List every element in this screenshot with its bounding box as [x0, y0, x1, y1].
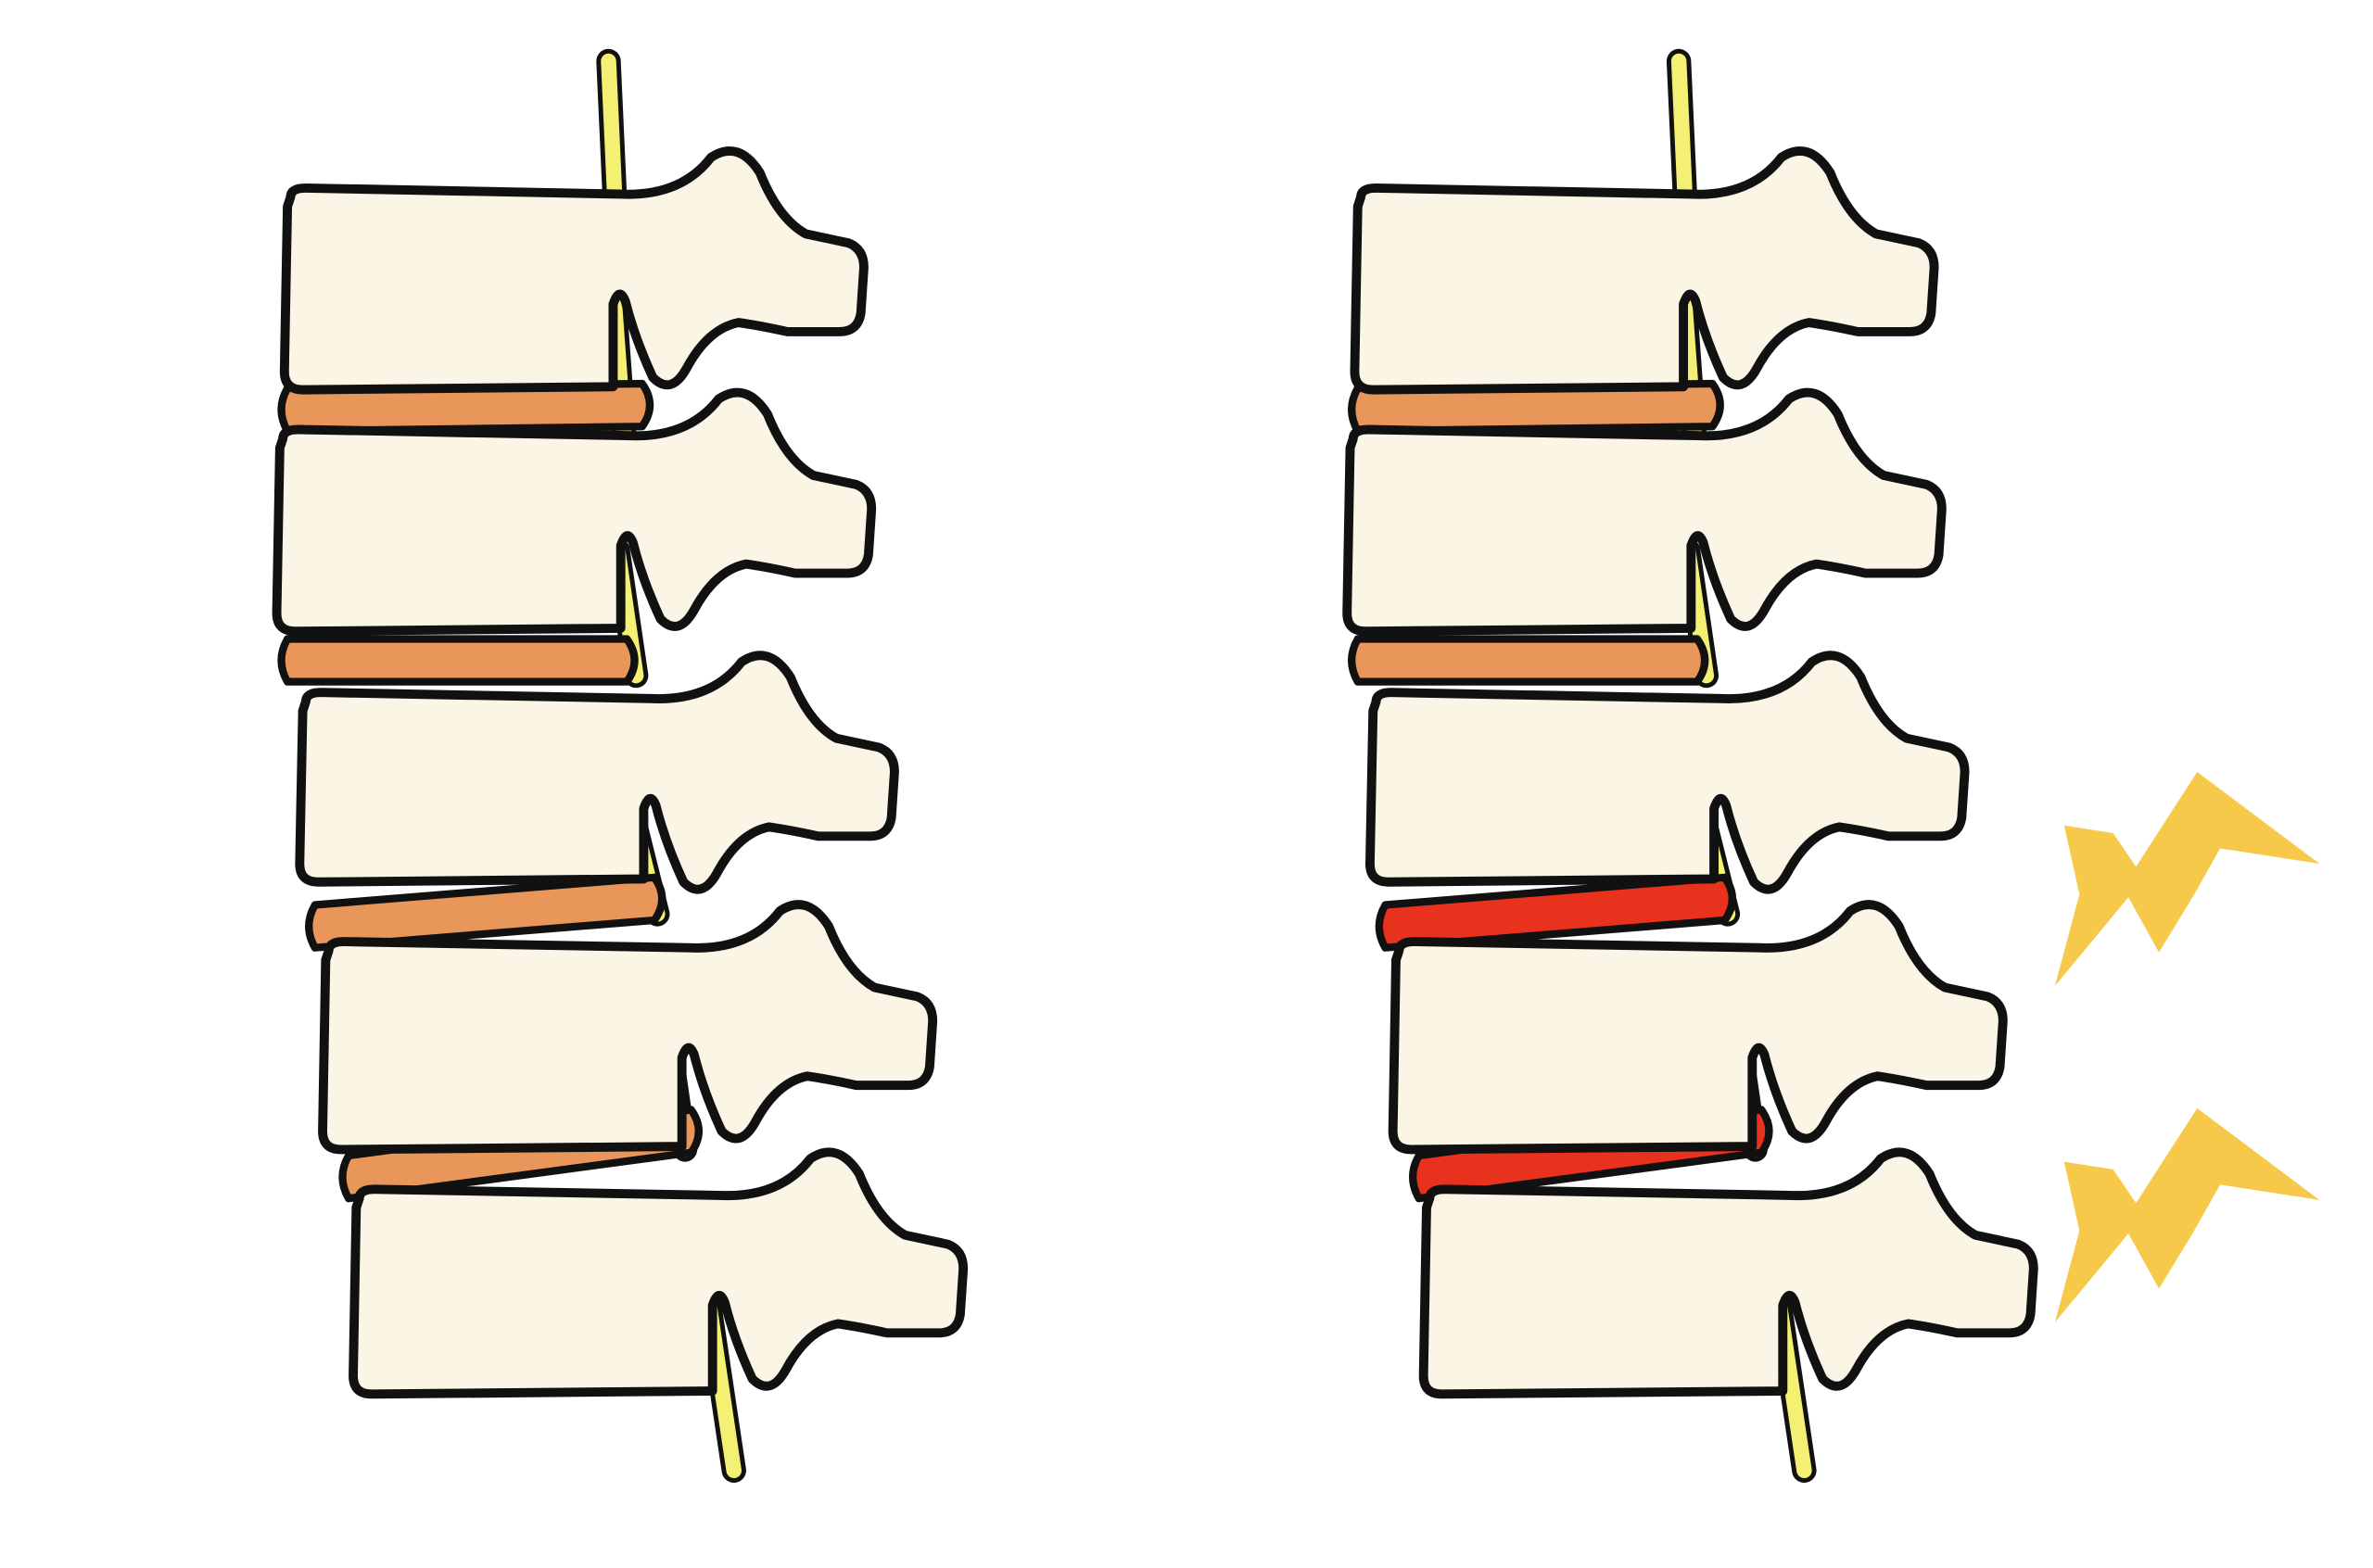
vertebra-5 — [349, 1147, 969, 1399]
vertebra-4 — [1388, 900, 2008, 1155]
vertebra-2 — [272, 387, 877, 637]
vertebra-3 — [1364, 651, 1970, 894]
vertebra-4 — [318, 900, 938, 1155]
affected-spine-panel — [1342, 48, 2038, 1484]
intervertebral-disc — [1348, 635, 1709, 686]
vertebra-1 — [1350, 145, 1939, 395]
vertebra-5 — [1418, 1147, 2038, 1399]
healthy-spine-panel — [272, 48, 969, 1484]
intervertebral-disc — [1348, 379, 1724, 436]
intervertebral-disc — [305, 873, 666, 952]
vertebra-1 — [279, 145, 869, 395]
nerve-root — [1670, 53, 1693, 204]
nerve-root — [601, 53, 623, 204]
intervertebral-disc — [277, 379, 654, 436]
lightning-pain-icon — [2054, 1107, 2320, 1322]
intervertebral-disc-inflamed — [1375, 873, 1736, 952]
vertebra-2 — [1342, 387, 1947, 637]
intervertebral-disc — [277, 635, 639, 686]
vertebra-3 — [295, 651, 899, 894]
lightning-pain-icon — [2054, 771, 2320, 986]
pain-indicators — [2054, 771, 2320, 1322]
